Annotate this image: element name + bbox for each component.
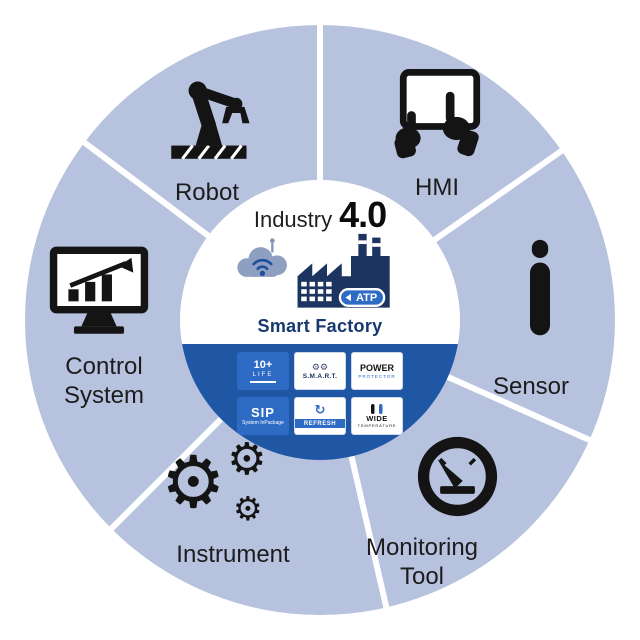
- segment-label-line: Control: [65, 353, 143, 380]
- gear-icon: ⚙: [233, 489, 263, 528]
- version-text: 4.0: [339, 194, 387, 235]
- badge-sip-word: SIP: [251, 404, 275, 420]
- badge-power-word: POWER: [359, 363, 394, 373]
- badge-refresh: ↻ REFRESH: [294, 397, 346, 435]
- segment-label-sensor: Sensor: [492, 373, 570, 400]
- badge-row: SIP System InPackage ↻ REFRESH WIDE TEMP…: [180, 397, 460, 435]
- robot-arm-icon: [155, 58, 277, 164]
- industry-text: Industry: [253, 207, 333, 232]
- badge-wide-word: WIDE: [366, 414, 388, 423]
- gear-icon: ⚙: [320, 362, 329, 373]
- monitor-chart-icon: [48, 246, 150, 340]
- segment-label-line: Tool: [399, 563, 445, 590]
- segment-label-line: System: [63, 382, 145, 409]
- cloud-wifi-icon: [228, 232, 298, 288]
- segment-label-monitoring-tool: Monitoring Tool: [366, 533, 478, 591]
- center-title: Industry 4.0: [180, 194, 460, 236]
- feature-badges-panel: 10+ LIFE ⚙⚙ S.M.A.R.T. POWER PROTECTOR: [180, 344, 460, 460]
- badge-life-word: LIFE: [252, 371, 274, 378]
- badge-power-protector: POWER PROTECTOR: [351, 352, 403, 390]
- segment-label-line: Monitoring: [365, 534, 479, 561]
- thermometer-icon: [371, 404, 383, 414]
- atp-label: ATP: [356, 292, 377, 304]
- badge-wide-temperature: WIDE TEMPERATURE: [351, 397, 403, 435]
- refresh-arrow-icon: ↻: [314, 403, 326, 418]
- badge-sip: SIP System InPackage: [237, 397, 289, 435]
- gauge-icon: [414, 433, 501, 520]
- badge-smart: ⚙⚙ S.M.A.R.T.: [294, 352, 346, 390]
- gears-mini-icon: ⚙⚙: [312, 363, 328, 373]
- factory-icon: ATP: [292, 230, 398, 318]
- badge-life-underline: [250, 380, 276, 383]
- gear-icon: ⚙: [311, 362, 320, 373]
- divider-line: [317, 25, 323, 320]
- segment-label-instrument: Instrument: [176, 541, 290, 568]
- badge-row: 10+ LIFE ⚙⚙ S.M.A.R.T. POWER PROTECTOR: [180, 352, 460, 390]
- center-circle: Industry 4.0: [180, 180, 460, 460]
- hmi-tablet-icon: [382, 62, 498, 164]
- sensor-icon: [521, 238, 559, 338]
- badge-sip-sub: System InPackage: [242, 419, 284, 426]
- badge-power-sub: PROTECTOR: [358, 374, 396, 379]
- smart-factory-label: Smart Factory: [257, 316, 383, 336]
- segment-label-robot: Robot: [174, 179, 240, 206]
- segment-label-control-system: Control System: [64, 352, 144, 410]
- badge-smart-label: S.M.A.R.T.: [302, 372, 338, 380]
- badge-wide-sub: TEMPERATURE: [357, 423, 397, 428]
- badge-life: 10+ LIFE: [237, 352, 289, 390]
- badge-life-number: 10+: [253, 358, 273, 371]
- segment-label-hmi: HMI: [415, 174, 459, 201]
- badge-refresh-label: REFRESH: [295, 419, 345, 428]
